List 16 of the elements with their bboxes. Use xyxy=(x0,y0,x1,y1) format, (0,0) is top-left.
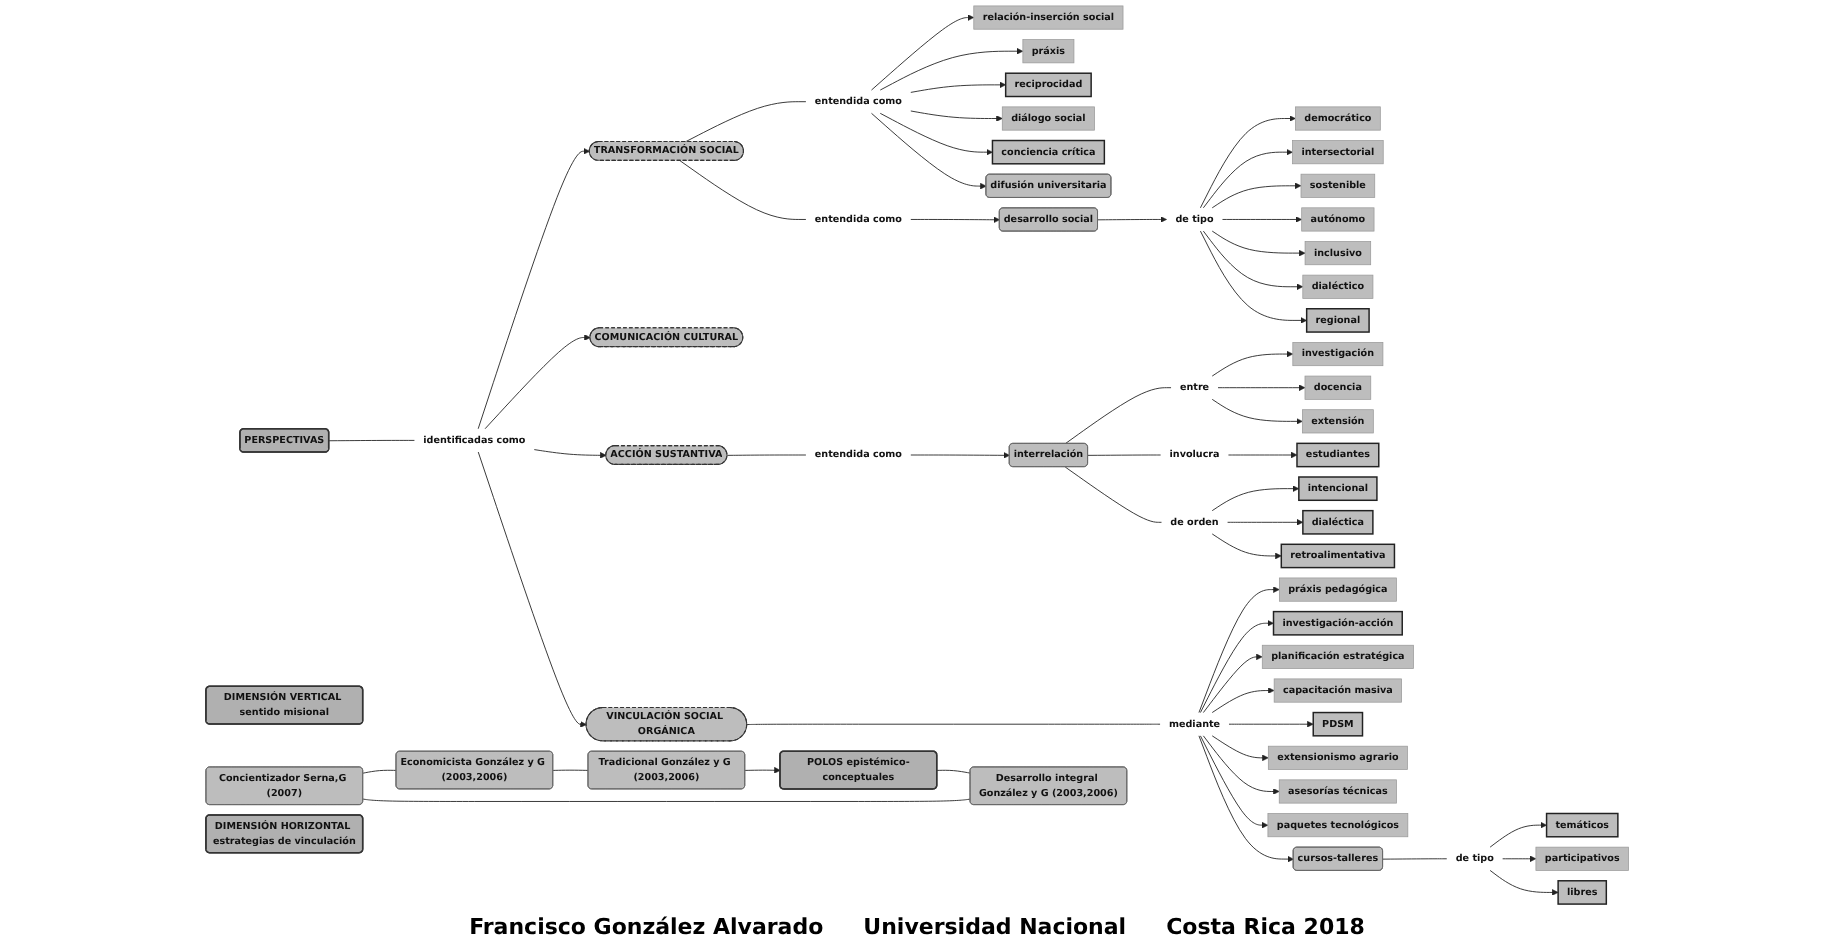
connector xyxy=(328,439,415,442)
connector xyxy=(1064,387,1172,445)
connector xyxy=(1064,466,1162,523)
author-credit: Francisco González Alvarado xyxy=(469,914,824,940)
connector xyxy=(552,769,589,771)
connector xyxy=(1087,454,1161,456)
connector xyxy=(746,723,1161,725)
connector xyxy=(679,160,807,220)
connector xyxy=(726,454,807,456)
connector xyxy=(936,769,971,774)
connector xyxy=(362,769,397,774)
connector xyxy=(684,101,807,143)
connector xyxy=(362,798,971,802)
author-credit: Costa Rica 2018 xyxy=(1166,914,1365,940)
connector xyxy=(1382,858,1447,860)
author-credit: Universidad Nacional xyxy=(863,914,1127,940)
